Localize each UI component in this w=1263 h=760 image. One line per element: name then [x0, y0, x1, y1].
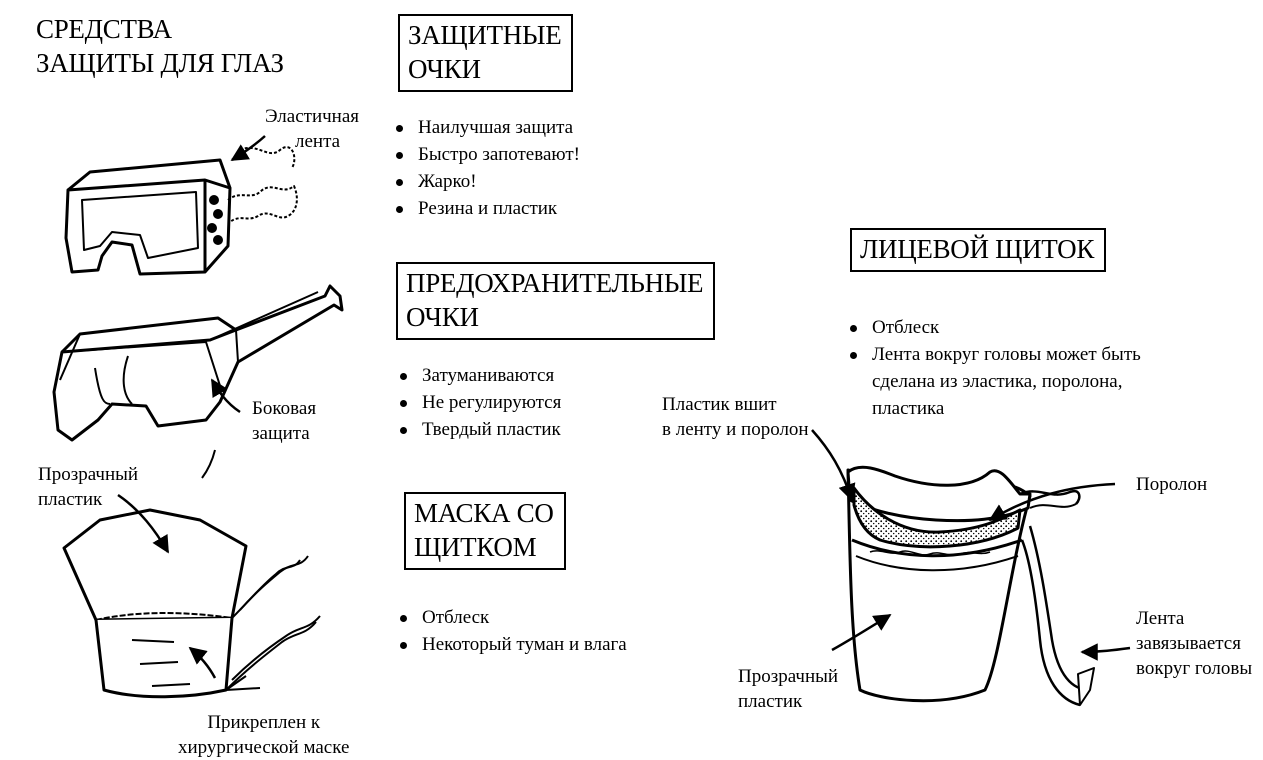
face-shield-bullet-line-3: пластика — [872, 395, 1122, 422]
goggles-bullets: Наилучшая защита Быстро запотевают! Жарк… — [394, 114, 580, 222]
label-elastic-band: Эластичная лента — [265, 104, 359, 154]
label-foam: Поролон — [1136, 472, 1207, 497]
main-title-line-1: СРЕДСТВА — [36, 12, 284, 46]
label-band-ties-line-3: вокруг головы — [1136, 656, 1252, 681]
label-plastic-sewn-line-2: в ленту и поролон — [662, 417, 809, 442]
mask-shield-title-line-2: ЩИТКОМ — [414, 530, 554, 564]
face-shield-title: ЛИЦЕВОЙ ЩИТОК — [860, 232, 1094, 266]
safety-glasses-title-line-2: ОЧКИ — [406, 300, 703, 334]
label-clear-plastic-left-line-1: Прозрачный — [38, 462, 138, 487]
label-plastic-sewn-line-1: Пластик вшит — [662, 392, 809, 417]
list-item: Резина и пластик — [394, 195, 580, 222]
mask-shield-drawing — [64, 495, 320, 697]
label-elastic-band-line-1: Эластичная — [265, 104, 359, 129]
safety-glasses-title-box: ПРЕДОХРАНИТЕЛЬНЫЕ ОЧКИ — [396, 262, 715, 340]
goggles-drawing — [66, 136, 297, 274]
label-band-ties-line-1: Лента — [1136, 606, 1252, 631]
label-side-protection-line-2: защита — [252, 421, 316, 446]
list-item: Затуманиваются — [398, 362, 561, 389]
list-item: Некоторый туман и влага — [398, 631, 627, 658]
label-side-protection: Боковая защита — [252, 396, 316, 446]
mask-shield-title-line-1: МАСКА СО — [414, 496, 554, 530]
list-item: Жарко! — [394, 168, 580, 195]
main-title: СРЕДСТВА ЗАЩИТЫ ДЛЯ ГЛАЗ — [36, 12, 284, 80]
label-clear-plastic-right-line-1: Прозрачный — [738, 664, 838, 689]
safety-glasses-bullets: Затуманиваются Не регулируются Твердый п… — [398, 362, 561, 443]
face-shield-bullet-continuation: сделана из эластика, поролона, пластика — [872, 368, 1122, 422]
label-side-protection-line-1: Боковая — [252, 396, 316, 421]
list-item: Твердый пластик — [398, 416, 561, 443]
list-item: Не регулируются — [398, 389, 561, 416]
main-title-line-2: ЗАЩИТЫ ДЛЯ ГЛАЗ — [36, 46, 284, 80]
face-shield-bullet-line-2: сделана из эластика, поролона, — [872, 368, 1122, 395]
goggles-title-line-1: ЗАЩИТНЫЕ — [408, 18, 561, 52]
face-shield-title-box: ЛИЦЕВОЙ ЩИТОК — [850, 228, 1106, 272]
label-elastic-band-line-2: лента — [265, 129, 359, 154]
list-item: Лента вокруг головы может быть — [848, 341, 1141, 368]
label-clear-plastic-right-line-2: пластик — [738, 689, 838, 714]
label-clear-plastic-left: Прозрачный пластик — [38, 462, 138, 512]
label-attached-to-mask-line-2: хирургической маске — [178, 735, 349, 760]
safety-glasses-title-line-1: ПРЕДОХРАНИТЕЛЬНЫЕ — [406, 266, 703, 300]
goggles-title-box: ЗАЩИТНЫЕ ОЧКИ — [398, 14, 573, 92]
label-band-ties: Лента завязывается вокруг головы — [1136, 606, 1252, 681]
mask-shield-title-box: МАСКА СО ЩИТКОМ — [404, 492, 566, 570]
label-clear-plastic-right: Прозрачный пластик — [738, 664, 838, 714]
label-clear-plastic-left-line-2: пластик — [38, 487, 138, 512]
label-band-ties-line-2: завязывается — [1136, 631, 1252, 656]
list-item: Отблеск — [848, 314, 1141, 341]
safety-glasses-drawing — [54, 286, 342, 478]
face-shield-bullets: Отблеск Лента вокруг головы может быть — [848, 314, 1141, 368]
label-attached-to-mask: Прикреплен к хирургической маске — [178, 710, 349, 760]
list-item: Быстро запотевают! — [394, 141, 580, 168]
label-plastic-sewn: Пластик вшит в ленту и поролон — [662, 392, 809, 442]
face-shield-drawing — [812, 430, 1130, 705]
mask-shield-bullets: Отблеск Некоторый туман и влага — [398, 604, 627, 658]
list-item: Отблеск — [398, 604, 627, 631]
label-attached-to-mask-line-1: Прикреплен к — [178, 710, 349, 735]
goggles-title-line-2: ОЧКИ — [408, 52, 561, 86]
list-item: Наилучшая защита — [394, 114, 580, 141]
